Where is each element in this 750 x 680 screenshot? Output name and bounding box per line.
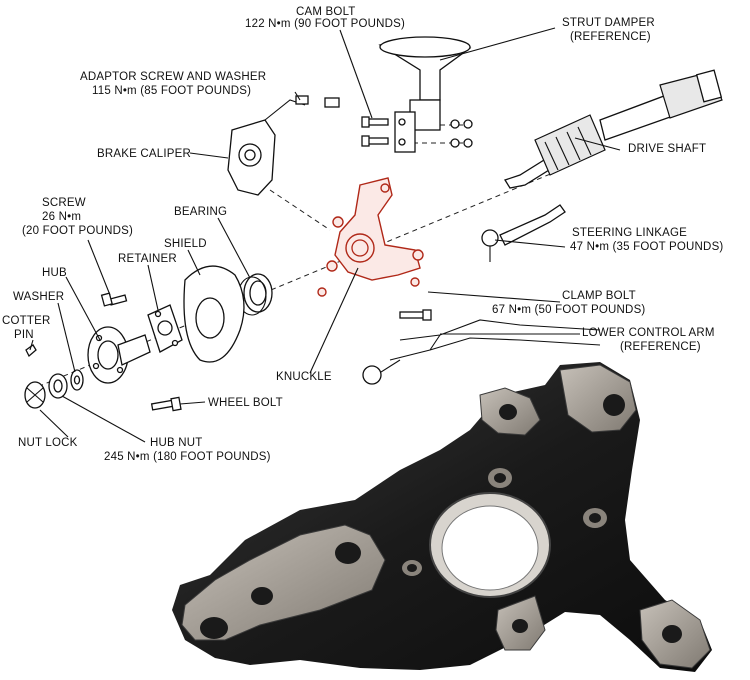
brake-caliper-part — [227, 95, 340, 196]
label-steering-linkage: STEERING LINKAGE 47 N•m (35 FOOT POUNDS) — [570, 227, 723, 253]
retainer-part — [147, 304, 183, 353]
svg-text:(REFERENCE): (REFERENCE) — [570, 31, 651, 43]
strut-damper-part — [378, 36, 472, 153]
label-knuckle: KNUCKLE — [276, 371, 332, 383]
hub-part — [87, 326, 151, 384]
label-hub: HUB — [42, 267, 67, 279]
label-screw: SCREW 26 N•m (20 FOOT POUNDS) — [22, 197, 133, 237]
svg-text:BRAKE CALIPER: BRAKE CALIPER — [97, 148, 191, 160]
label-nut-lock: NUT LOCK — [18, 437, 78, 449]
svg-text:HUB NUT: HUB NUT — [150, 437, 203, 449]
svg-text:NUT LOCK: NUT LOCK — [18, 437, 78, 449]
svg-text:WHEEL BOLT: WHEEL BOLT — [208, 397, 283, 409]
cam-bolt-part — [361, 116, 473, 148]
nut-lock-part — [24, 381, 46, 409]
svg-text:LOWER CONTROL ARM: LOWER CONTROL ARM — [582, 327, 715, 339]
svg-text:CLAMP BOLT: CLAMP BOLT — [562, 290, 636, 302]
svg-text:CAM BOLT: CAM BOLT — [296, 6, 356, 18]
svg-text:ADAPTOR SCREW AND WASHER: ADAPTOR SCREW AND WASHER — [80, 71, 266, 83]
svg-text:DRIVE SHAFT: DRIVE SHAFT — [628, 143, 706, 155]
hub-nut-part — [48, 373, 68, 399]
wheel-bolt-part — [150, 396, 182, 412]
label-washer: WASHER — [13, 291, 64, 303]
svg-text:26 N•m: 26 N•m — [42, 211, 81, 223]
svg-text:245 N•m (180 FOOT POUNDS): 245 N•m (180 FOOT POUNDS) — [104, 451, 271, 463]
label-cotter-pin: COTTER PIN — [2, 315, 50, 341]
label-hub-nut: HUB NUT 245 N•m (180 FOOT POUNDS) — [104, 437, 271, 463]
label-brake-caliper: BRAKE CALIPER — [97, 148, 191, 160]
bearing-part — [237, 273, 273, 316]
label-adaptor-screw: ADAPTOR SCREW AND WASHER 115 N•m (85 FOO… — [80, 71, 266, 97]
svg-text:COTTER: COTTER — [2, 315, 50, 327]
svg-text:SCREW: SCREW — [42, 197, 86, 209]
svg-text:PIN: PIN — [14, 329, 34, 341]
label-drive-shaft: DRIVE SHAFT — [628, 143, 706, 155]
svg-text:WASHER: WASHER — [13, 291, 64, 303]
clamp-bolt-part — [399, 309, 432, 321]
screw-part — [100, 292, 128, 307]
label-wheel-bolt: WHEEL BOLT — [208, 397, 283, 409]
knuckle-part — [317, 177, 424, 297]
label-cam-bolt: CAM BOLT 122 N•m (90 FOOT POUNDS) — [245, 6, 405, 30]
knuckle-photo — [172, 362, 712, 672]
label-shield: SHIELD — [164, 238, 207, 250]
label-retainer: RETAINER — [118, 253, 177, 265]
shield-part — [183, 265, 245, 363]
svg-text:115 N•m (85 FOOT POUNDS): 115 N•m (85 FOOT POUNDS) — [92, 85, 251, 97]
svg-text:KNUCKLE: KNUCKLE — [276, 371, 332, 383]
steering-linkage-part — [481, 204, 566, 262]
leader-lines — [29, 27, 621, 443]
washer-part — [70, 369, 84, 391]
lower-control-arm-part — [362, 319, 601, 385]
svg-text:STEERING LINKAGE: STEERING LINKAGE — [572, 227, 687, 239]
svg-text:SHIELD: SHIELD — [164, 238, 207, 250]
svg-text:HUB: HUB — [42, 267, 67, 279]
drive-shaft-part — [504, 69, 723, 189]
label-bearing: BEARING — [174, 206, 227, 218]
svg-text:(REFERENCE): (REFERENCE) — [620, 341, 701, 353]
svg-text:122 N•m (90 FOOT POUNDS): 122 N•m (90 FOOT POUNDS) — [245, 18, 405, 30]
label-lower-control-arm: LOWER CONTROL ARM (REFERENCE) — [582, 327, 715, 353]
svg-text:47 N•m (35 FOOT POUNDS): 47 N•m (35 FOOT POUNDS) — [570, 241, 723, 253]
svg-text:STRUT DAMPER: STRUT DAMPER — [562, 17, 655, 29]
svg-text:RETAINER: RETAINER — [118, 253, 177, 265]
label-strut-damper: STRUT DAMPER (REFERENCE) — [562, 17, 655, 43]
svg-text:BEARING: BEARING — [174, 206, 227, 218]
label-clamp-bolt: CLAMP BOLT 67 N•m (50 FOOT POUNDS) — [492, 290, 645, 316]
svg-text:(20 FOOT POUNDS): (20 FOOT POUNDS) — [22, 225, 133, 237]
svg-text:67 N•m (50 FOOT POUNDS): 67 N•m (50 FOOT POUNDS) — [492, 304, 645, 316]
